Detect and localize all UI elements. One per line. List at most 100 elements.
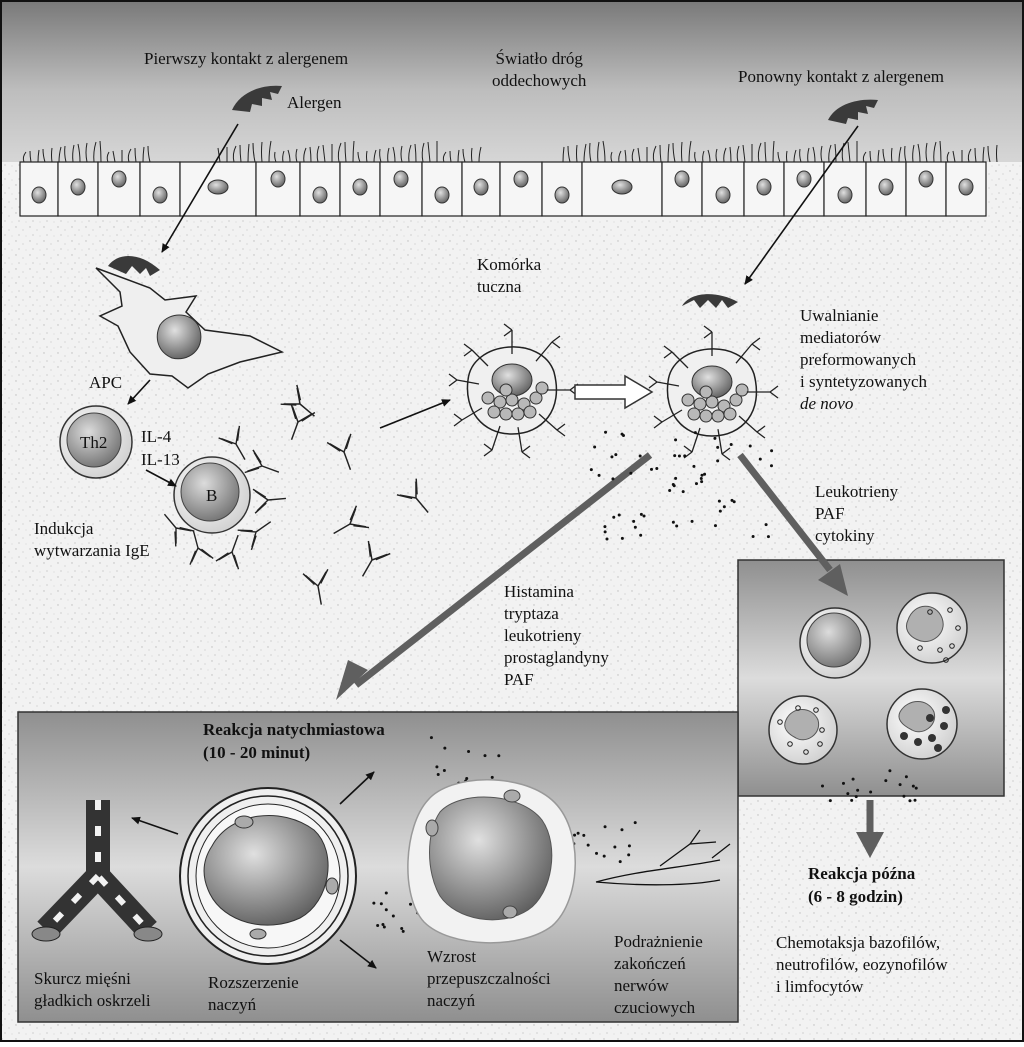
epithelial-nucleus: [352, 178, 368, 196]
label-bronchospasm: Skurcz mięśni gładkich oskrzeli: [34, 969, 151, 1010]
arrow-to-bronchi: [131, 816, 179, 835]
mast-cell: [448, 323, 579, 459]
label-late-time: (6 - 8 godzin): [808, 887, 903, 906]
antibody: [326, 433, 352, 471]
epithelial-nucleus: [111, 170, 127, 188]
arrowhead-late-down: [856, 832, 884, 858]
epithelial-cell: [97, 161, 141, 217]
arrowhead-immediate: [336, 660, 368, 700]
antibody: [189, 530, 214, 565]
antibody: [280, 384, 315, 417]
label-il13: IL-13: [141, 450, 180, 469]
antibody: [244, 449, 280, 474]
label-chemotaxis: Chemotaksja bazofilów, neutrofilów, eozy…: [776, 933, 948, 996]
epithelial-nucleus: [207, 179, 229, 195]
antibody: [163, 513, 195, 547]
label-early-mediators: Histamina tryptaza leukotrieny prostagla…: [504, 582, 609, 689]
antibody: [215, 534, 240, 570]
epithelial-nucleus: [756, 178, 772, 196]
antibody: [237, 521, 272, 551]
label-b-cell: B: [206, 486, 218, 505]
epithelial-nucleus: [554, 186, 570, 204]
epithelial-cell: [905, 161, 947, 217]
arrowhead-late: [818, 564, 848, 596]
epithelial-nucleus: [958, 178, 974, 196]
arrow-apc-to-th2: [127, 379, 151, 405]
label-release-mediators: Uwalnianie mediatorów preformowanych i s…: [800, 306, 927, 391]
late-reaction-panel: [737, 559, 1005, 797]
transition-arrow: [574, 374, 654, 410]
blood-vessel: [179, 787, 357, 965]
epithelial-nucleus: [715, 186, 731, 204]
b-cell-antibodies: [163, 425, 286, 570]
allergen-icon: [232, 85, 282, 112]
arrow-late-thick: [737, 452, 833, 573]
label-immediate-time: (10 - 20 minut): [203, 743, 311, 762]
epithelial-cell: [661, 161, 703, 217]
epithelial-nucleus: [152, 186, 168, 204]
free-ige-antibodies: [280, 384, 429, 605]
sensory-nerve: [595, 829, 731, 886]
immediate-reaction-panel: [17, 711, 739, 1023]
basophil-nucleus: [806, 612, 862, 668]
label-ige-induction: Indukcja wytwarzania IgE: [34, 519, 150, 560]
antibody: [333, 505, 370, 535]
label-th2: Th2: [80, 433, 108, 452]
epithelial-cell: [499, 161, 543, 217]
cell-granules: [777, 607, 961, 755]
label-repeat-contact: Ponowny kontakt z alergenem: [738, 67, 945, 86]
epithelial-cell: [379, 161, 423, 217]
label-airway-lumen: Światło dróg oddechowych: [492, 49, 587, 90]
lymphocyte-nucleus: [898, 701, 936, 733]
cilia: [22, 140, 998, 163]
epithelial-nucleus: [878, 178, 894, 196]
epithelial-cells: [19, 161, 987, 217]
epithelial-nucleus: [674, 170, 690, 188]
epithelial-nucleus: [312, 186, 328, 204]
epithelial-nucleus: [393, 170, 409, 188]
epithelial-nucleus: [796, 170, 812, 188]
epithelial-nucleus: [513, 170, 529, 188]
antibody: [252, 488, 286, 514]
arrow-to-lower: [339, 939, 377, 969]
label-de-novo: de novo: [800, 394, 854, 413]
bronchi-illustration: [31, 800, 163, 942]
antibody: [361, 540, 391, 577]
antibody: [302, 569, 329, 605]
apc-bound-allergen-icon: [108, 255, 160, 276]
epithelial-nucleus: [918, 170, 934, 188]
arrow-ige-to-mast: [379, 399, 451, 429]
mediator-granules: [372, 430, 918, 933]
epithelial-nucleus: [611, 179, 633, 195]
activated-mast-cell: [648, 325, 779, 461]
antibody: [290, 403, 316, 441]
allergen-repeat-icon: [828, 99, 878, 124]
leaky-vessel: [407, 779, 576, 944]
arrow-th2-to-b: [145, 469, 177, 487]
arrow-to-upper: [339, 771, 375, 805]
eosinophil-nucleus: [905, 605, 944, 642]
label-mast-cell: Komórka tuczna: [477, 255, 542, 296]
label-late-mediators: Leukotrieny PAF cytokiny: [815, 482, 899, 545]
antibody: [396, 478, 429, 513]
epithelial-nucleus: [70, 178, 86, 196]
arrow-immediate-thick: [353, 452, 653, 688]
late-cells: [768, 592, 968, 765]
epithelial-nucleus: [434, 186, 450, 204]
label-nerve-irritation: Podrażnienie zakończeń nerwów czuciowych: [614, 932, 703, 1017]
b-nucleus: [180, 462, 240, 522]
th2-nucleus: [66, 412, 122, 468]
apc-nucleus: [156, 314, 202, 360]
epithelial-cell: [255, 161, 301, 217]
label-vasodilation: Rozszerzenie naczyń: [208, 973, 299, 1014]
label-permeability: Wzrost przepuszczalności naczyń: [427, 947, 551, 1010]
arrow-allergen-to-apc: [161, 123, 239, 253]
epithelial-nucleus: [837, 186, 853, 204]
epithelial-nucleus: [473, 178, 489, 196]
epithelial-cell: [19, 161, 59, 217]
label-immediate-title: Reakcja natychmiastowa: [203, 720, 385, 739]
label-first-contact: Pierwszy kontakt z alergenem: [144, 49, 349, 68]
mast-cell-bound-allergen-icon: [682, 294, 738, 308]
